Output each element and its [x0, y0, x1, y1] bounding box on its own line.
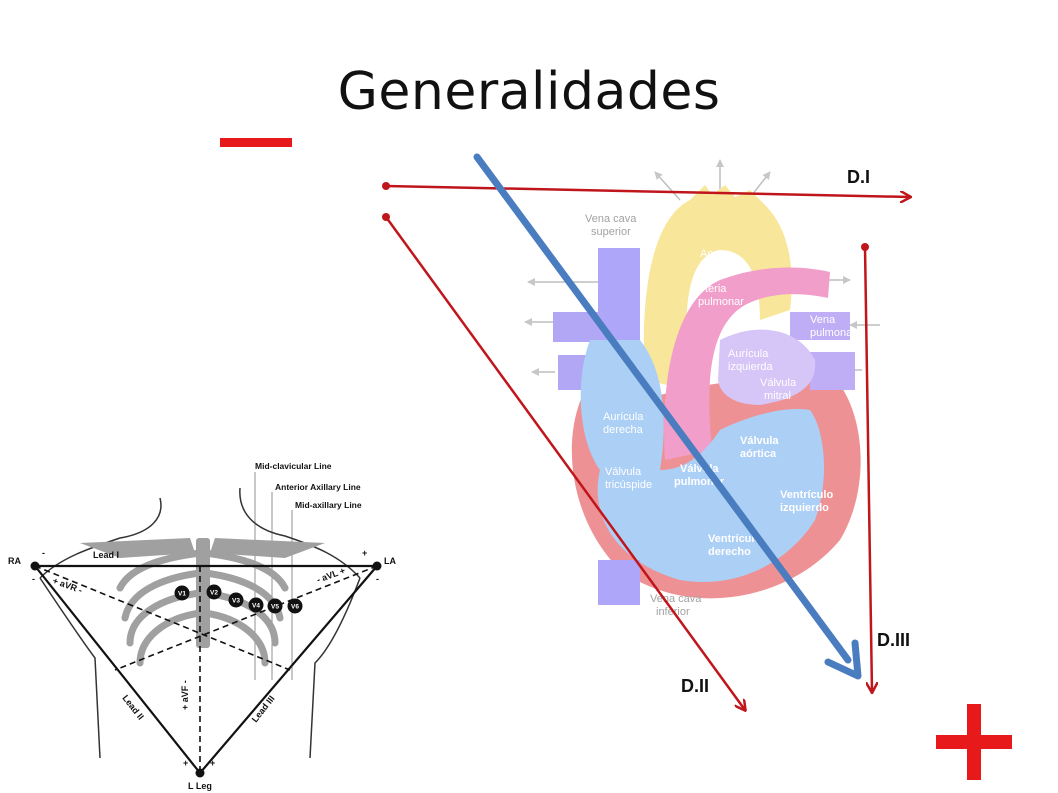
- svg-text:mitral: mitral: [764, 390, 791, 402]
- chest-lead-v4: [248, 597, 264, 613]
- electrical-axis-arrow: [473, 153, 852, 664]
- svg-text:-: -: [42, 548, 45, 558]
- svg-text:Aurícula: Aurícula: [728, 348, 769, 360]
- svg-text:aórtica: aórtica: [740, 448, 777, 460]
- lead-d1-origin: [382, 182, 390, 190]
- svg-text:Vena: Vena: [810, 314, 836, 326]
- svg-text:Mid-clavicular Line: Mid-clavicular Line: [255, 461, 332, 471]
- chest-lead-v3: [228, 592, 244, 608]
- slide-title: Generalidades: [337, 62, 721, 122]
- lead-d1-vector: [385, 184, 910, 197]
- svg-text:+: +: [210, 758, 215, 768]
- svg-text:- aVL +: - aVL +: [315, 565, 346, 585]
- svg-text:Mid-axillary Line: Mid-axillary Line: [295, 500, 362, 510]
- plus-sign: [936, 704, 1012, 780]
- svg-text:Aurícula: Aurícula: [603, 411, 644, 423]
- ecg-lead-diagram: Mid-clavicular Line Anterior Axillary Li…: [8, 461, 396, 791]
- chest-lead-label-v5: V5: [271, 603, 279, 610]
- chest-lead-v1: [174, 585, 190, 601]
- lead-d3-origin: [861, 243, 869, 251]
- chest-lead-v6: [287, 598, 303, 614]
- lead-d3-label: D.III: [877, 630, 911, 650]
- lead-d2-vector: [384, 216, 745, 710]
- svg-text:-: -: [32, 574, 35, 584]
- svg-text:derecha: derecha: [603, 424, 644, 436]
- lead-d1-label: D.I: [847, 167, 871, 187]
- chest-lead-v5: [267, 598, 283, 614]
- svg-text:LA: LA: [384, 556, 396, 566]
- svg-text:Válvula: Válvula: [760, 377, 797, 389]
- svg-text:+: +: [183, 758, 188, 768]
- svg-text:+: +: [362, 548, 367, 558]
- svg-text:-: -: [376, 574, 379, 584]
- svg-text:Anterior Axillary Line: Anterior Axillary Line: [275, 482, 361, 492]
- chest-lead-label-v1: V1: [178, 590, 186, 597]
- lead-d2-label: D.II: [681, 676, 710, 696]
- svg-text:pulmonar: pulmonar: [810, 327, 856, 339]
- lead-d3-vector: [863, 246, 872, 692]
- svg-text:L Leg: L Leg: [188, 781, 212, 791]
- svg-text:derecho: derecho: [708, 546, 751, 558]
- chest-lead-label-v2: V2: [210, 589, 218, 596]
- svg-text:tricúspide: tricúspide: [605, 479, 652, 491]
- chest-lead-label-v3: V3: [232, 597, 240, 604]
- svg-text:superior: superior: [591, 226, 631, 238]
- svg-text:Vena cava: Vena cava: [650, 593, 702, 605]
- lead-d2-origin: [382, 213, 390, 221]
- minus-sign: [220, 138, 292, 147]
- svg-text:Arteria: Arteria: [694, 283, 727, 295]
- svg-text:Aorta: Aorta: [700, 248, 727, 260]
- heart-illustration: Vena cava superior Aorta Arteria pulmona…: [524, 159, 880, 618]
- svg-text:Válvula: Válvula: [740, 435, 779, 447]
- svg-text:Ventrículo: Ventrículo: [708, 533, 761, 545]
- chest-lead-label-v6: V6: [291, 603, 299, 610]
- svg-text:izquierdo: izquierdo: [780, 502, 829, 514]
- electrical-axis-arrowhead: [824, 639, 862, 680]
- svg-text:+ aVF -: + aVF -: [180, 680, 190, 710]
- svg-text:pulmonar: pulmonar: [698, 296, 744, 308]
- svg-text:Ventrículo: Ventrículo: [780, 489, 833, 501]
- chest-lead-label-v4: V4: [252, 602, 260, 609]
- svg-text:Válvula: Válvula: [605, 466, 642, 478]
- svg-text:izquierda: izquierda: [728, 361, 774, 373]
- svg-text:Vena cava: Vena cava: [585, 213, 637, 225]
- svg-text:Lead I: Lead I: [93, 550, 119, 560]
- svg-text:RA: RA: [8, 556, 21, 566]
- svg-text:Lead II: Lead II: [120, 693, 145, 722]
- chest-lead-v2: [206, 584, 222, 600]
